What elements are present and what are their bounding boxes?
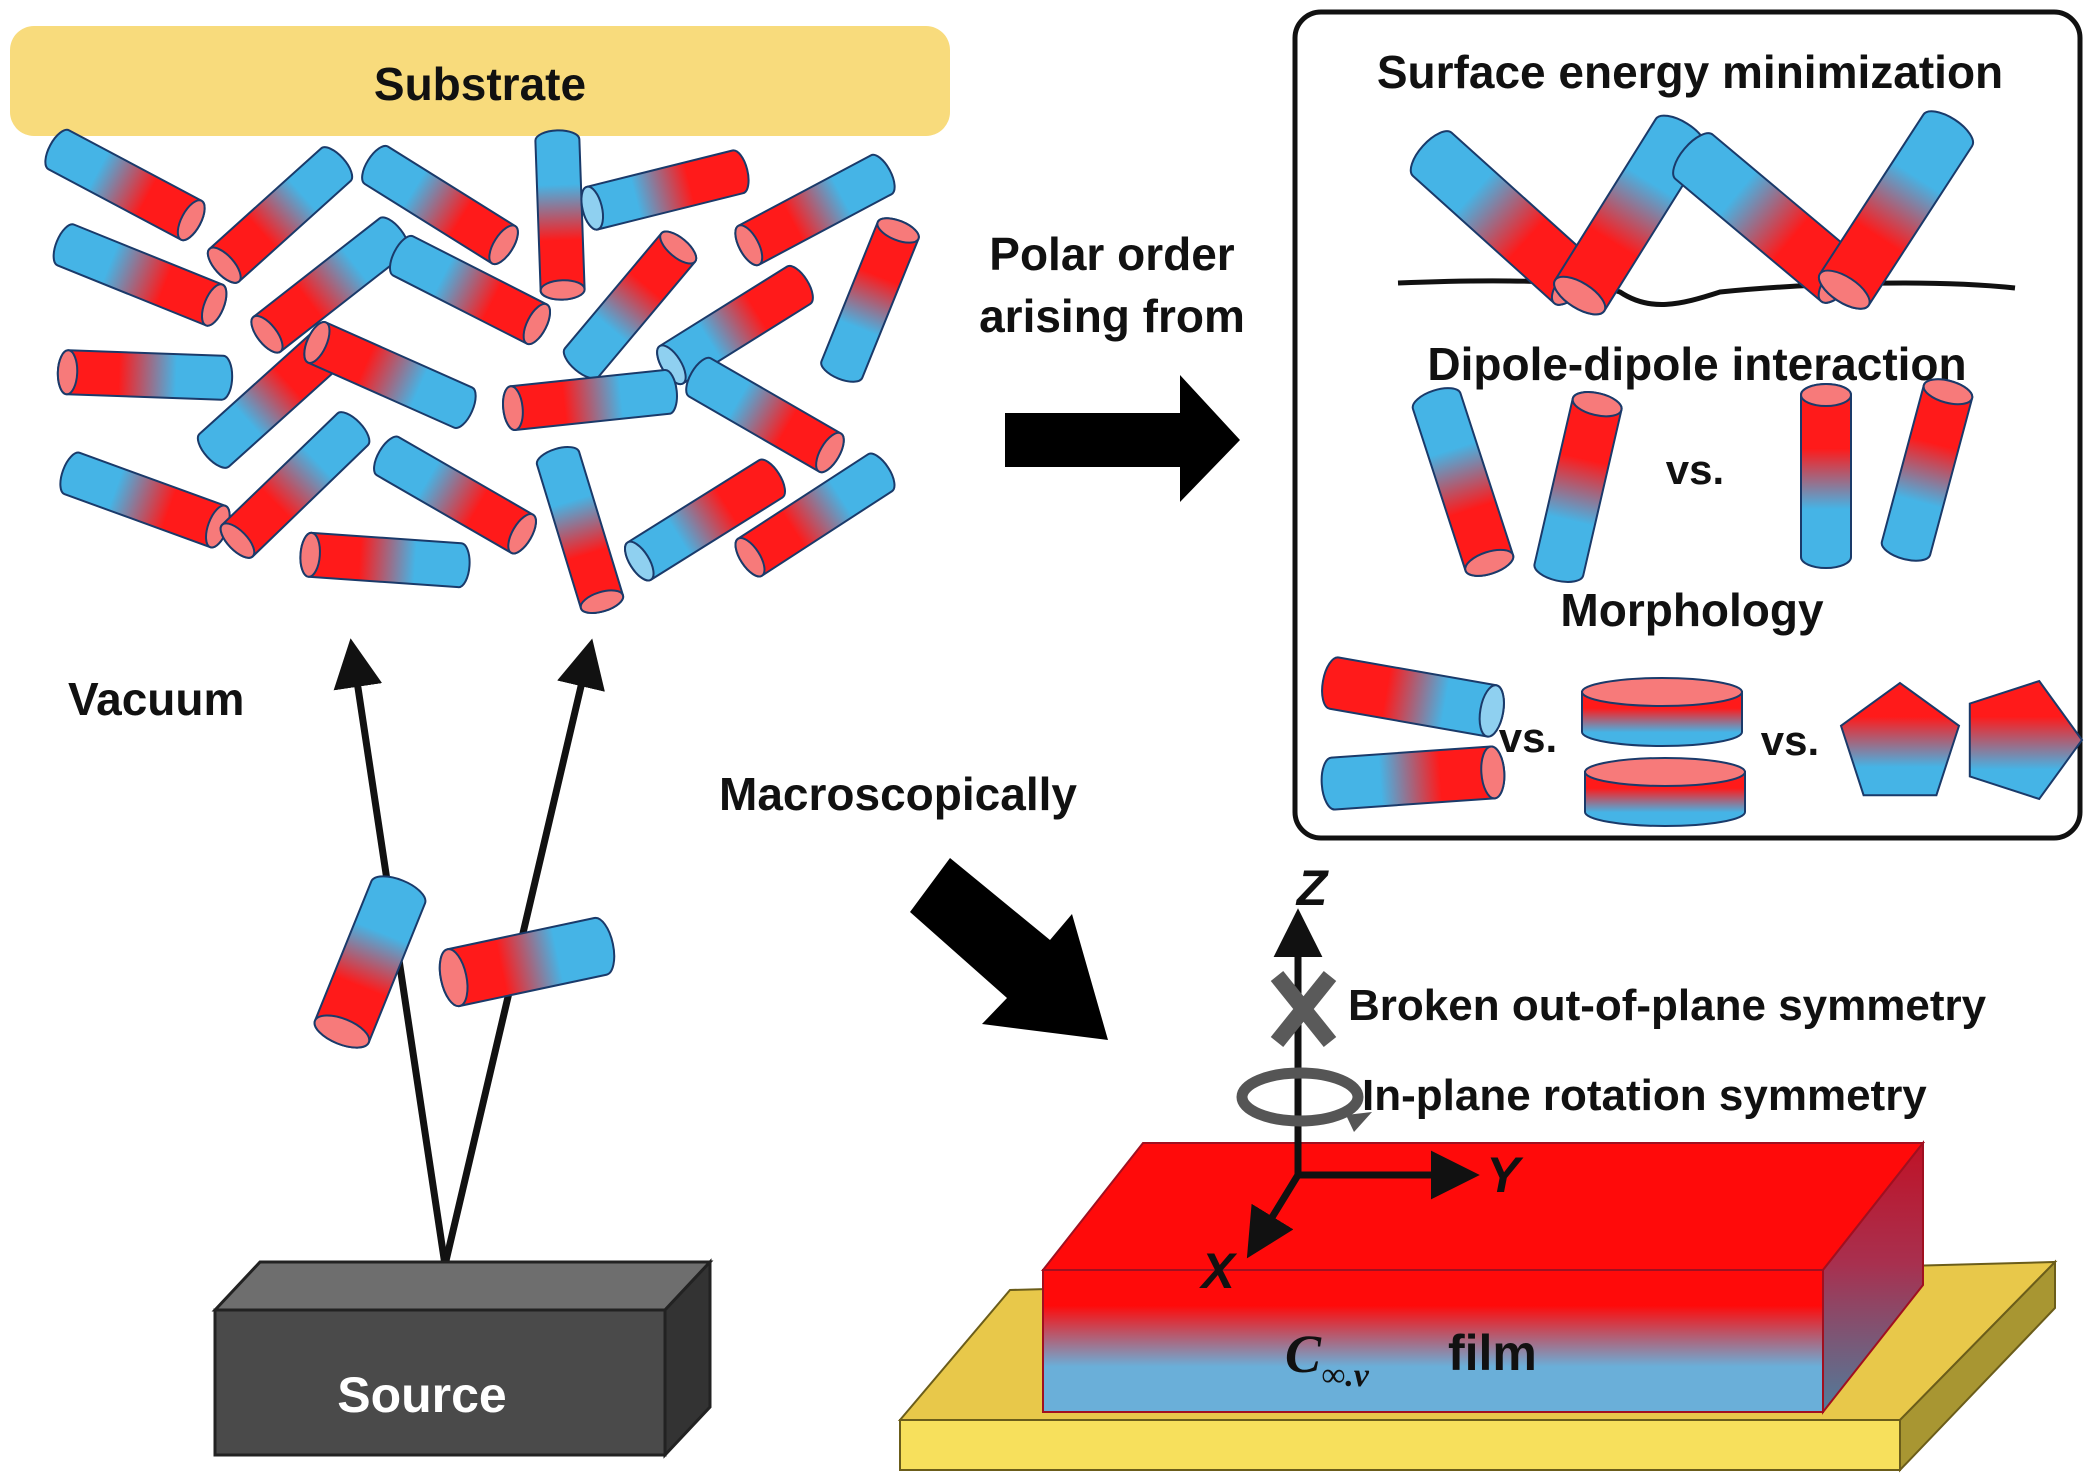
vacuum-label: Vacuum bbox=[68, 673, 244, 725]
dipole-24 bbox=[299, 531, 471, 589]
dipole-5 bbox=[580, 149, 750, 231]
morphology-title: Morphology bbox=[1560, 584, 1824, 636]
dipole-1 bbox=[44, 128, 206, 242]
dipole-16 bbox=[502, 369, 678, 432]
macroscopically-label: Macroscopically bbox=[719, 768, 1077, 820]
source-box: Source bbox=[211, 1258, 714, 1459]
surface-dipole-2 bbox=[1553, 114, 1707, 316]
coordinate-axes: Z Y X bbox=[1198, 860, 1524, 1299]
morphology-vs-label-2: vs. bbox=[1761, 717, 1819, 764]
dipole-21 bbox=[535, 446, 625, 614]
film-symbol: C∞.v bbox=[1285, 1324, 1370, 1394]
morph-rod-2 bbox=[1320, 745, 1506, 811]
dipole-dipole-title: Dipole-dipole interaction bbox=[1427, 338, 1966, 390]
morph-disk-2 bbox=[1584, 757, 1746, 827]
film-word: film bbox=[1448, 1325, 1537, 1381]
polar-order-label-line2: arising from bbox=[979, 290, 1245, 342]
morphology-vs-label-1: vs. bbox=[1499, 714, 1557, 761]
film-top-face bbox=[1040, 1142, 1926, 1271]
dipole-15 bbox=[303, 320, 477, 430]
dipole-antiparallel-2 bbox=[1533, 391, 1623, 583]
dipole-2 bbox=[206, 146, 354, 284]
surface-energy-title: Surface energy minimization bbox=[1377, 46, 2003, 98]
surface-dipole-4 bbox=[1817, 110, 1975, 310]
source-label: Source bbox=[337, 1367, 507, 1423]
polar-order-label-line1: Polar order bbox=[989, 228, 1235, 280]
macroscopic-arrow bbox=[910, 858, 1108, 1040]
dipole-vs-label: vs. bbox=[1666, 446, 1724, 493]
dipole-11 bbox=[656, 264, 814, 386]
dipole-9 bbox=[388, 234, 552, 346]
morph-pentagon-2 bbox=[1968, 679, 2084, 801]
in-plane-rotation-label: In-plane rotation symmetry bbox=[1362, 1071, 1927, 1120]
dipole-12 bbox=[820, 217, 920, 383]
x-axis-label: X bbox=[1198, 1243, 1237, 1299]
dipole-19 bbox=[219, 411, 371, 559]
dipole-cloud bbox=[44, 128, 920, 614]
substrate-label: Substrate bbox=[374, 58, 586, 110]
dipole-3 bbox=[361, 144, 519, 266]
film-substrate-side bbox=[1899, 1259, 2056, 1473]
dipole-18 bbox=[59, 451, 231, 549]
morph-disk-1 bbox=[1581, 677, 1743, 747]
film-side-face bbox=[1822, 1140, 1924, 1415]
dipole-antiparallel-1 bbox=[1411, 387, 1515, 577]
dipole-6 bbox=[734, 153, 896, 267]
dipole-20 bbox=[373, 435, 537, 555]
mechanism-illustrations bbox=[1320, 110, 2084, 827]
film-stack: C∞.v film bbox=[897, 1140, 2058, 1473]
dipole-parallel-2 bbox=[1880, 378, 1974, 562]
flying-dipole-1 bbox=[313, 875, 427, 1049]
dipole-7 bbox=[52, 223, 228, 327]
rotation-icon bbox=[1236, 1067, 1372, 1132]
dipole-10 bbox=[562, 230, 698, 380]
polar-order-arrow bbox=[1005, 375, 1240, 502]
flying-dipole-2 bbox=[438, 916, 616, 1008]
dipole-22 bbox=[624, 458, 786, 582]
morph-pentagon-1 bbox=[1839, 681, 1961, 797]
substrate-bar: Substrate bbox=[10, 26, 950, 136]
dipole-parallel-1 bbox=[1800, 383, 1852, 569]
evaporating-dipoles bbox=[313, 875, 616, 1049]
z-axis-label: Z bbox=[1295, 860, 1330, 916]
broken-symmetry-label: Broken out-of-plane symmetry bbox=[1348, 981, 1987, 1030]
morph-rod-1 bbox=[1321, 656, 1505, 738]
dipole-23 bbox=[734, 452, 896, 578]
film-front-face bbox=[1042, 1269, 1824, 1413]
broken-symmetry-mark bbox=[1270, 970, 1337, 1048]
dipole-17 bbox=[685, 356, 845, 474]
y-axis-label: Y bbox=[1486, 1147, 1524, 1203]
x-axis bbox=[1246, 1173, 1301, 1259]
dipole-8 bbox=[250, 216, 410, 354]
film-substrate-front bbox=[899, 1419, 1901, 1471]
dipole-13 bbox=[56, 349, 234, 401]
dipole-4 bbox=[534, 129, 586, 301]
